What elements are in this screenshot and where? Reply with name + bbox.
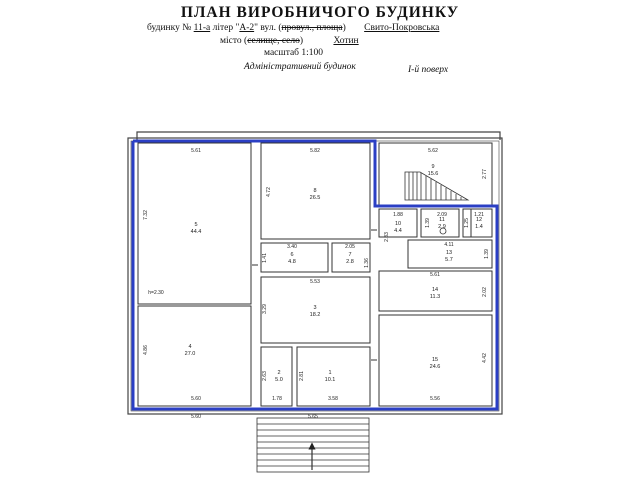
dimension-label: 4.42 bbox=[482, 353, 488, 363]
room-area: 2.9 bbox=[438, 224, 446, 230]
outer-wall bbox=[127, 131, 503, 415]
dimension-label: 3.58 bbox=[328, 396, 338, 402]
dimension-label: 4.11 bbox=[444, 242, 454, 248]
scale-label: масштаб 1:100 bbox=[264, 48, 324, 58]
dimension-label: 2.63 bbox=[262, 371, 268, 381]
dimension-label: 3.40 bbox=[287, 244, 297, 250]
city-line: місто (селище, село) Хотин bbox=[220, 36, 359, 46]
room-number: 11 bbox=[439, 217, 445, 223]
liter-value: А-2 bbox=[239, 23, 255, 33]
dimension-label: 5.65 bbox=[308, 414, 318, 420]
city-struck: селище, село bbox=[247, 36, 300, 46]
dimension-label: 1.41 bbox=[262, 253, 268, 263]
building-line: будинку № 11-а літер "А-2" вул. (провул.… bbox=[147, 23, 439, 33]
dimension-label: 5.60 bbox=[191, 414, 201, 420]
room-area: 4.8 bbox=[288, 259, 296, 265]
city-suffix: ) bbox=[299, 36, 304, 46]
room-area: 24.6 bbox=[430, 364, 441, 370]
building-number: 11-а bbox=[193, 23, 211, 33]
room-number: 10 bbox=[395, 221, 401, 227]
dimension-label: 1.25 bbox=[464, 218, 470, 228]
stairs bbox=[404, 171, 470, 235]
dimension-label: 2.02 bbox=[482, 287, 488, 297]
room-walls bbox=[137, 142, 493, 407]
street-suffix: ) bbox=[342, 23, 346, 33]
dimension-label: 5.61 bbox=[191, 148, 201, 154]
room-number: 2 bbox=[277, 370, 280, 376]
dimension-label: 5.61 bbox=[430, 272, 440, 278]
room-number: 9 bbox=[431, 164, 434, 170]
street-name: Свито-Покровська bbox=[364, 23, 440, 33]
room-area: 11.3 bbox=[430, 294, 440, 300]
room-area: 26.5 bbox=[310, 195, 321, 201]
dimension-label: 7.32 bbox=[143, 210, 149, 220]
boundary-outline bbox=[131, 139, 499, 411]
dimension-label: 5.53 bbox=[310, 279, 320, 285]
dimension-label: 1.39 bbox=[425, 218, 431, 228]
liter-prefix: літер " bbox=[212, 23, 240, 33]
street-struck: провул., площа bbox=[281, 23, 343, 33]
dimension-label: 2.09 bbox=[437, 212, 447, 218]
room-number: 7 bbox=[348, 252, 351, 258]
dimension-label: 1.39 bbox=[484, 249, 490, 259]
room-number: 4 bbox=[188, 344, 191, 350]
room-area: 10.1 bbox=[325, 377, 336, 383]
dimension-label: 4.86 bbox=[143, 345, 149, 355]
city-name: Хотин bbox=[333, 36, 359, 46]
room-area: 44.4 bbox=[191, 229, 202, 235]
dimension-label: 2.83 bbox=[384, 232, 390, 242]
dimension-label: 1.78 bbox=[272, 396, 282, 402]
room-number: 3 bbox=[313, 305, 316, 311]
dimension-label: 4.72 bbox=[266, 187, 272, 197]
room-number: 1 bbox=[328, 370, 331, 376]
page-title: ПЛАН ВИРОБНИЧОГО БУДИНКУ bbox=[180, 4, 460, 21]
floor-label: І-й поверх bbox=[408, 65, 449, 75]
dimension-label: 1.88 bbox=[393, 212, 403, 218]
room-number: 13 bbox=[446, 250, 452, 256]
dimension-label: h=2.30 bbox=[148, 290, 164, 296]
dimension-label: 5.82 bbox=[310, 148, 320, 154]
room-area: 5.7 bbox=[445, 257, 453, 263]
dimension-label: 5.60 bbox=[191, 396, 201, 402]
dimension-label: 5.62 bbox=[428, 148, 438, 154]
room-number: 5 bbox=[194, 222, 197, 228]
room-area: 4.4 bbox=[394, 228, 402, 234]
room-number: 14 bbox=[432, 287, 438, 293]
room-area: 2.8 bbox=[346, 259, 354, 265]
building-type: Адміністративний будинок bbox=[244, 62, 356, 72]
room-area: 27.0 bbox=[185, 351, 196, 357]
room-area: 5.0 bbox=[275, 377, 283, 383]
room-number: 12 bbox=[476, 217, 482, 223]
dimension-label: 2.05 bbox=[345, 244, 355, 250]
room-number: 8 bbox=[313, 188, 316, 194]
building-prefix: будинку № bbox=[147, 23, 192, 33]
room-area: 15.6 bbox=[428, 171, 439, 177]
dimension-label: 2.77 bbox=[482, 169, 488, 179]
room-number: 15 bbox=[432, 357, 438, 363]
dimension-label: 5.56 bbox=[430, 396, 440, 402]
room-number: 6 bbox=[290, 252, 293, 258]
city-prefix: місто ( bbox=[220, 36, 248, 46]
dimension-label: 3.29 bbox=[262, 304, 268, 314]
liter-suffix: " вул. ( bbox=[254, 23, 282, 33]
dimension-label: 1.21 bbox=[474, 212, 484, 218]
dimension-label: 1.36 bbox=[364, 258, 370, 268]
room-area: 18.2 bbox=[310, 312, 321, 318]
entrance-stairs bbox=[256, 417, 370, 473]
room-area: 1.4 bbox=[475, 224, 483, 230]
dimension-label: 2.81 bbox=[299, 371, 305, 381]
